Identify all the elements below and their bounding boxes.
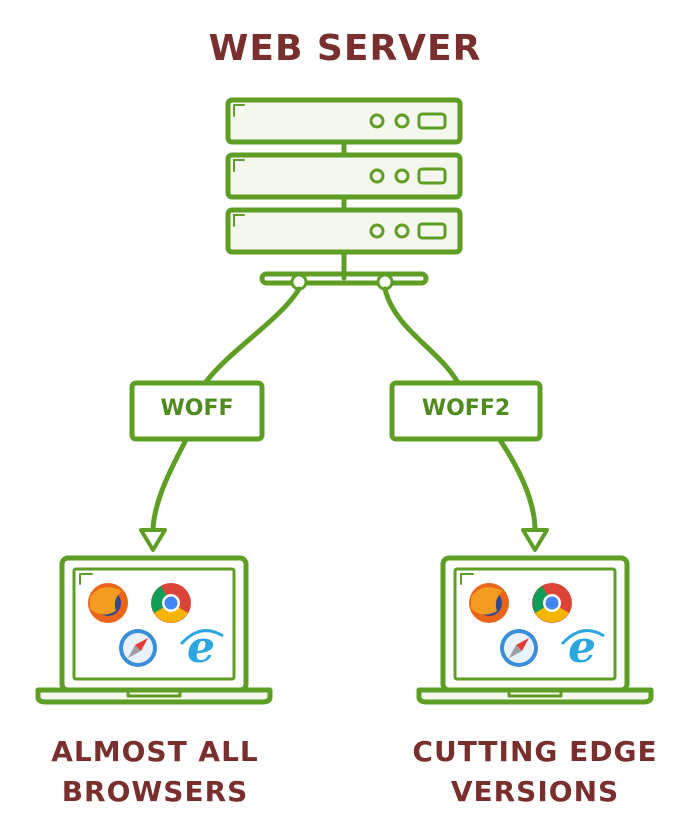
firefox-icon	[469, 583, 509, 623]
woff2-box	[389, 380, 543, 442]
connector-left	[202, 286, 302, 386]
caption-right-line-2: VERSIONS	[450, 775, 620, 808]
server-unit-2	[225, 152, 463, 200]
ie-icon: e	[179, 622, 224, 673]
firefox-icon	[88, 583, 128, 623]
server-rack	[225, 97, 463, 291]
arrow-right-line	[497, 437, 538, 531]
caption-left-line-2: BROWSERS	[61, 775, 249, 808]
woff-label: WOFF	[160, 396, 234, 421]
server-unit-1	[225, 97, 463, 145]
arrow-left-head	[139, 528, 167, 552]
woff-box	[129, 380, 265, 442]
chrome-icon	[151, 583, 191, 623]
laptop-right	[416, 555, 654, 705]
woff2-label: WOFF2	[421, 396, 511, 421]
safari-icon	[500, 629, 538, 667]
arrow-left-line	[150, 437, 189, 531]
laptop-left	[35, 555, 273, 705]
caption-left-line-1: ALMOST ALL	[51, 735, 259, 768]
caption-cutting-edge-versions: CUTTING EDGE VERSIONS	[385, 732, 685, 812]
diagram-title: WEB SERVER	[208, 28, 482, 69]
safari-icon	[119, 629, 157, 667]
chrome-icon	[532, 583, 572, 623]
arrow-right-head	[521, 528, 549, 552]
browser-icons-right: e	[469, 583, 605, 673]
caption-almost-all-browsers: ALMOST ALL BROWSERS	[5, 732, 305, 812]
caption-right-line-1: CUTTING EDGE	[412, 735, 658, 768]
server-unit-3	[225, 207, 463, 255]
connector-right	[382, 286, 461, 386]
browser-icons-left: e	[88, 583, 224, 673]
ie-icon: e	[560, 622, 605, 673]
